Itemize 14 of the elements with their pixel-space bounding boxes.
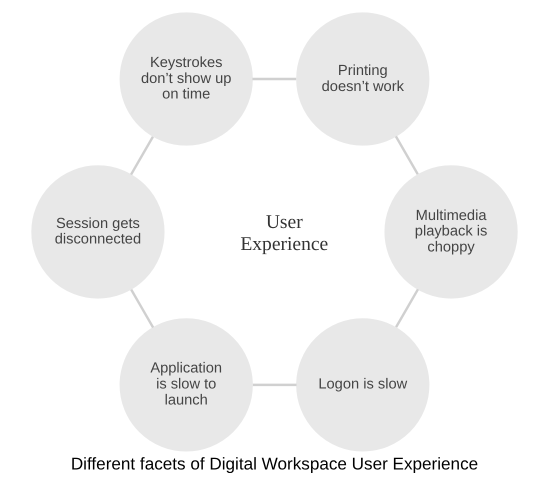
node-circle: Application is slow to launch: [119, 318, 252, 452]
node-circle: Logon is slow: [296, 318, 429, 452]
node-text: User Experience: [240, 212, 328, 256]
connector: [130, 136, 154, 176]
connector: [252, 384, 296, 386]
node-circle: Printing doesn’t work: [296, 12, 429, 146]
node-circle: Keystrokes don’t show up on time: [119, 12, 252, 146]
connector: [394, 136, 418, 175]
connector: [394, 288, 418, 328]
connector: [130, 289, 154, 328]
caption: Different facets of Digital Workspace User Experience: [70, 454, 478, 474]
connector: [252, 78, 296, 80]
node-circle: Multimedia playback is choppy: [384, 165, 518, 299]
node-circle: Session gets disconnected: [30, 165, 164, 299]
